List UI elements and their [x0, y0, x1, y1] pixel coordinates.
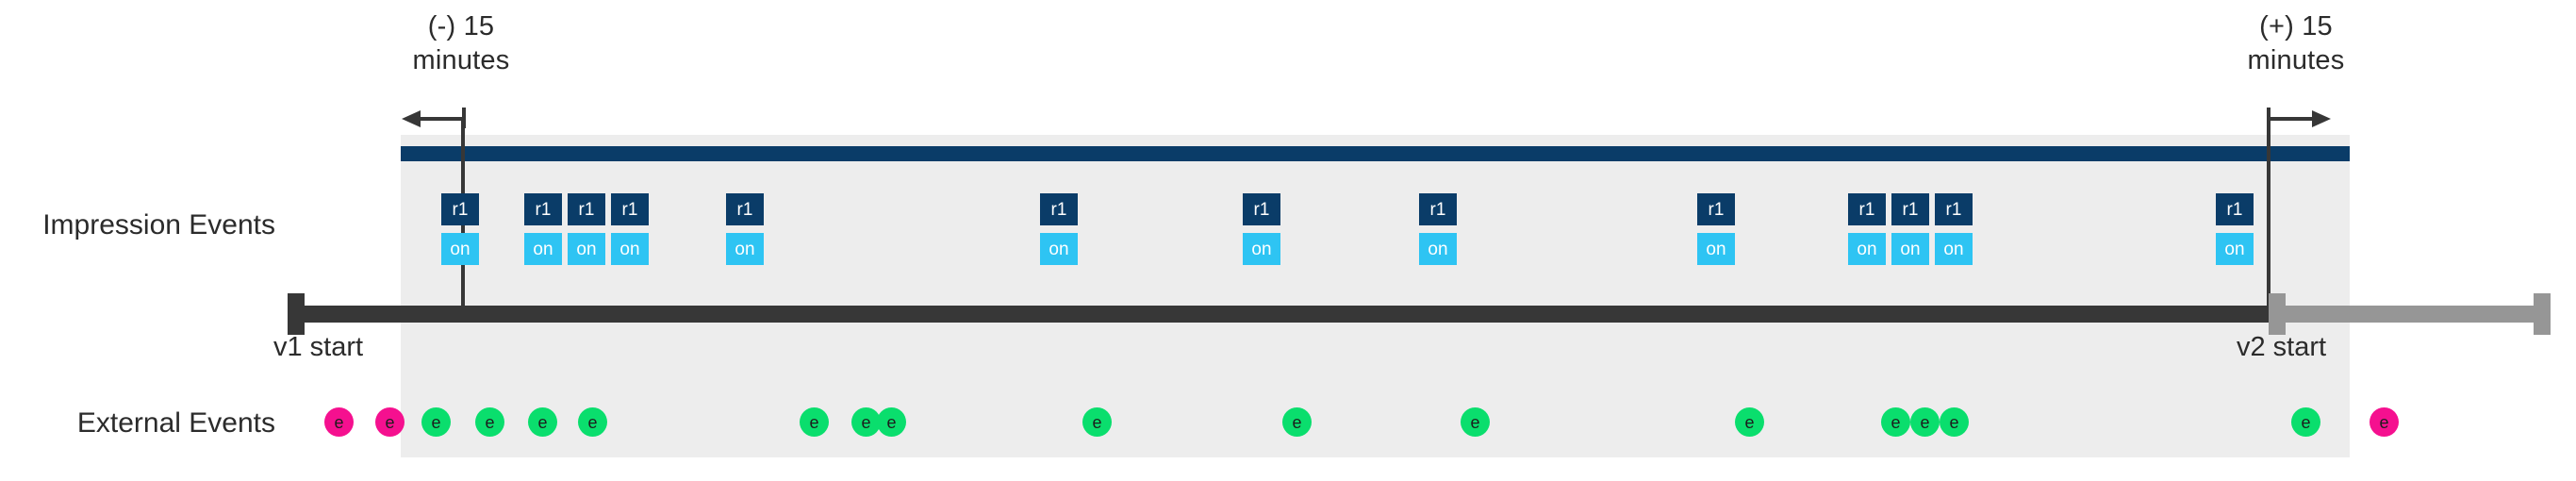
external-event-dot-inside: e	[528, 407, 557, 437]
external-event-dot-inside: e	[1282, 407, 1312, 437]
request-badge: r1	[1848, 193, 1886, 225]
status-badge: on	[568, 233, 605, 265]
external-event-dot-inside: e	[1735, 407, 1764, 437]
callout-plus-15-line1: (+) 15	[2259, 11, 2333, 41]
external-event-dot-inside: e	[475, 407, 504, 437]
attribution-window-panel	[401, 135, 2350, 457]
impression-event-group: r1 on	[1697, 193, 1735, 265]
arrow-right-icon	[2267, 108, 2331, 128]
status-badge: on	[726, 233, 764, 265]
status-badge: on	[524, 233, 562, 265]
request-badge: r1	[1891, 193, 1929, 225]
impression-event-item: r1 on	[524, 193, 562, 265]
impression-event-item: r1 on	[1040, 193, 1078, 265]
callout-minus-15-line2: minutes	[412, 45, 510, 75]
request-badge: r1	[611, 193, 649, 225]
external-event-dot-inside: e	[851, 407, 881, 437]
impression-event-item: r1 on	[1935, 193, 1973, 265]
status-badge: on	[1419, 233, 1457, 265]
v1-start-cap	[288, 293, 305, 335]
v2-timeline-bar	[2269, 306, 2551, 323]
external-event-dot-inside: e	[2291, 407, 2320, 437]
status-badge: on	[1040, 233, 1078, 265]
status-badge: on	[1848, 233, 1886, 265]
request-badge: r1	[1935, 193, 1973, 225]
request-badge: r1	[568, 193, 605, 225]
request-badge: r1	[2216, 193, 2254, 225]
external-event-dot-inside: e	[1881, 407, 1910, 437]
impression-event-group: r1 on	[1419, 193, 1457, 265]
impression-event-item: r1 on	[1891, 193, 1929, 265]
v2-end-cap	[2534, 293, 2551, 335]
external-event-dot-inside: e	[1940, 407, 1969, 437]
impression-event-item: r1 on	[726, 193, 764, 265]
impression-event-item: r1 on	[1697, 193, 1735, 265]
impression-event-item: r1 on	[1243, 193, 1280, 265]
v1-start-label: v1 start	[273, 332, 364, 362]
impression-event-group: r1 on	[1040, 193, 1078, 265]
callout-plus-15-line2: minutes	[2247, 45, 2345, 75]
impression-event-item: r1 on	[1848, 193, 1886, 265]
request-badge: r1	[524, 193, 562, 225]
callout-minus-15: (-) 15 minutes	[362, 9, 560, 77]
request-badge: r1	[1419, 193, 1457, 225]
status-badge: on	[611, 233, 649, 265]
impression-event-item: r1 on	[568, 193, 605, 265]
external-event-dot-inside: e	[578, 407, 607, 437]
version-bar	[401, 146, 2350, 161]
impression-event-group: r1 on	[2216, 193, 2254, 265]
external-event-dot-outside: e	[375, 407, 405, 437]
external-event-dot-inside: e	[421, 407, 451, 437]
impression-event-item: r1 on	[441, 193, 479, 265]
request-badge: r1	[726, 193, 764, 225]
v1-timeline-bar	[288, 306, 2269, 323]
status-badge: on	[1891, 233, 1929, 265]
status-badge: on	[441, 233, 479, 265]
status-badge: on	[2216, 233, 2254, 265]
row-label-impression-events: Impression Events	[42, 209, 275, 240]
status-badge: on	[1243, 233, 1280, 265]
impression-event-group: r1 on	[1243, 193, 1280, 265]
v2-start-cap	[2269, 293, 2286, 335]
impression-event-item: r1 on	[611, 193, 649, 265]
row-label-external-events: External Events	[76, 407, 275, 439]
status-badge: on	[1935, 233, 1973, 265]
v2-start-label: v2 start	[2237, 332, 2327, 362]
request-badge: r1	[1243, 193, 1280, 225]
external-event-dot-inside: e	[1910, 407, 1940, 437]
external-event-dot-outside: e	[324, 407, 354, 437]
impression-event-item: r1 on	[1419, 193, 1457, 265]
boundary-line-plus-15	[2267, 119, 2271, 322]
impression-event-group: r1 on	[726, 193, 764, 265]
arrow-left-icon	[402, 108, 466, 128]
external-event-dot-inside: e	[800, 407, 829, 437]
request-badge: r1	[441, 193, 479, 225]
external-event-dot-inside: e	[1461, 407, 1490, 437]
status-badge: on	[1697, 233, 1735, 265]
callout-minus-15-line1: (-) 15	[427, 11, 495, 41]
impression-event-group: r1 on	[441, 193, 479, 265]
callout-plus-15: (+) 15 minutes	[2197, 9, 2395, 77]
external-event-dot-inside: e	[1082, 407, 1112, 437]
request-badge: r1	[1040, 193, 1078, 225]
external-event-dot-outside: e	[2370, 407, 2399, 437]
impression-event-item: r1 on	[2216, 193, 2254, 265]
external-event-dot-inside: e	[877, 407, 906, 437]
request-badge: r1	[1697, 193, 1735, 225]
